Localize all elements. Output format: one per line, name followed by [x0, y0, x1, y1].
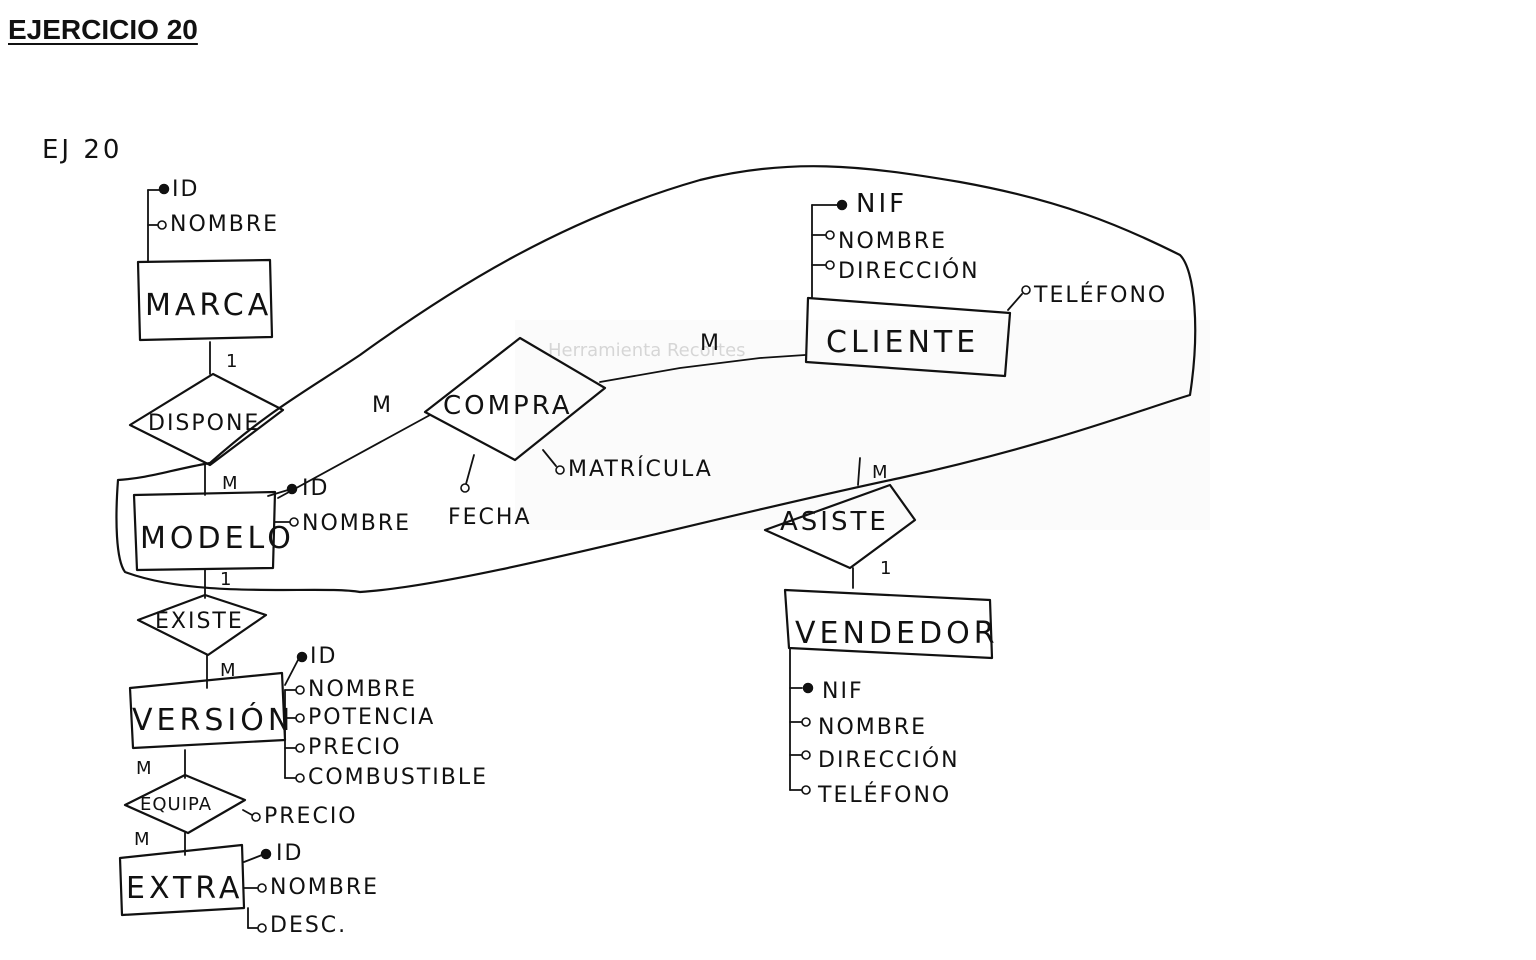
cliente-attr-telefono: TELÉFONO [1033, 282, 1167, 308]
relationship-compra: COMPRA FECHA MATRÍCULA [423, 336, 713, 530]
entity-modelo: MODELO ID NOMBRE [132, 476, 411, 572]
extra-attr-id: ID [276, 841, 303, 866]
relationship-existe-label: EXISTE [155, 609, 244, 634]
vendedor-attr-nif: NIF [822, 679, 864, 704]
version-attr-precio: PRECIO [308, 735, 402, 760]
entity-cliente-label: CLIENTE [826, 325, 979, 360]
line-aggregation-asiste [857, 457, 861, 486]
card-dispone-marca: 1 [226, 351, 238, 372]
card-equipa-extra: M [134, 829, 151, 850]
cliente-attr-nombre: NOMBRE [838, 229, 947, 254]
equipa-attr-precio: PRECIO [264, 804, 358, 829]
entity-vendedor: VENDEDOR NIF NOMBRE DIRECCIÓN TELÉFONO [783, 588, 999, 808]
card-asiste-aggregation: M [872, 462, 889, 483]
cliente-attr-direccion: DIRECCIÓN [838, 258, 980, 284]
relationship-asiste: ASISTE [763, 483, 917, 570]
card-dispone-modelo: M [222, 473, 239, 494]
version-attr-potencia: POTENCIA [308, 705, 435, 730]
card-existe-modelo: 1 [220, 569, 232, 590]
line-compra-cliente [599, 354, 806, 383]
card-equipa-version: M [136, 758, 153, 779]
extra-attr-desc: DESC. [270, 913, 347, 938]
modelo-attr-id: ID [302, 476, 329, 501]
entity-marca: MARCA ID NOMBRE [136, 177, 279, 342]
vendedor-attr-telefono: TELÉFONO [817, 782, 951, 808]
entity-version-label: VERSIÓN [132, 701, 294, 738]
ghost-tooltip-text: Herramienta Recortes [548, 340, 746, 361]
version-attr-combustible: COMBUSTIBLE [308, 765, 488, 790]
relationship-asiste-label: ASISTE [780, 507, 889, 537]
entity-marca-label: MARCA [145, 288, 272, 323]
modelo-attr-nombre: NOMBRE [302, 511, 411, 536]
relationship-compra-label: COMPRA [443, 391, 573, 421]
document-title: EJERCICIO 20 [8, 14, 198, 45]
entity-extra: EXTRA ID NOMBRE DESC. [118, 841, 379, 938]
compra-attr-matricula: MATRÍCULA [568, 456, 713, 482]
card-asiste-vendedor: 1 [880, 558, 892, 579]
marca-attr-nombre: NOMBRE [170, 212, 279, 237]
vendedor-attr-direccion: DIRECCIÓN [818, 747, 960, 773]
version-attr-nombre: NOMBRE [308, 677, 417, 702]
line-modelo-compra [277, 414, 431, 499]
cliente-attr-nif: NIF [856, 189, 907, 219]
aggregation-outline [115, 165, 1197, 594]
card-existe-version: M [220, 660, 237, 681]
relationship-dispone-label: DISPONE [148, 411, 260, 436]
sketch-label: EJ 20 [42, 135, 122, 165]
compra-attr-fecha: FECHA [448, 505, 532, 530]
extra-attr-nombre: NOMBRE [270, 875, 379, 900]
relationship-existe: EXISTE [136, 593, 268, 657]
card-compra-cliente: M [700, 331, 721, 356]
entity-cliente: CLIENTE NIF NOMBRE DIRECCIÓN TELÉFONO [804, 189, 1167, 378]
entity-extra-label: EXTRA [126, 871, 243, 906]
entity-vendedor-label: VENDEDOR [795, 616, 999, 651]
relationship-equipa-label: EQUIPA [140, 794, 212, 815]
card-compra-modelo: M [372, 393, 393, 418]
entity-modelo-label: MODELO [140, 521, 295, 556]
relationship-dispone: DISPONE [128, 372, 285, 467]
marca-attr-id: ID [172, 177, 199, 202]
entity-version: VERSIÓN ID NOMBRE POTENCIA PRECIO COMBUS… [128, 644, 488, 790]
relationship-equipa: EQUIPA PRECIO [123, 773, 358, 835]
version-attr-id: ID [310, 644, 337, 669]
vendedor-attr-nombre: NOMBRE [818, 715, 927, 740]
